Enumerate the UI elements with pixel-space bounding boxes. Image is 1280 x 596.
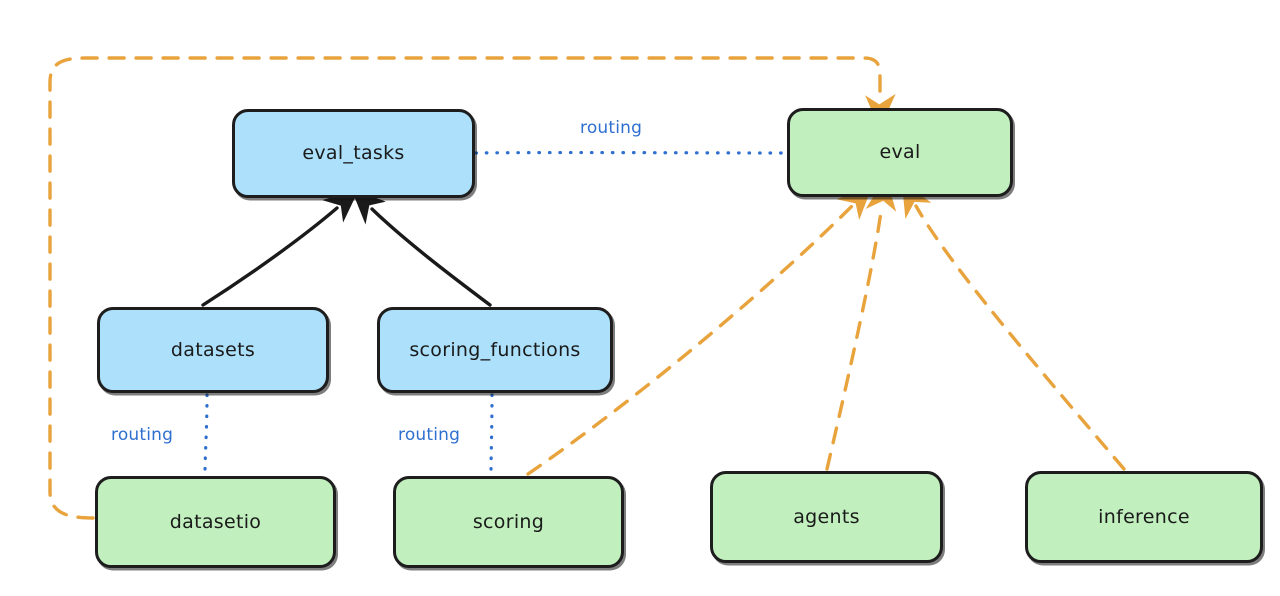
- edge-scoring_functions-to-scoring: [489, 393, 494, 476]
- node-datasets[interactable]: datasets: [97, 307, 329, 393]
- edge-label-routing-eval_tasks-eval: routing: [580, 118, 643, 138]
- node-datasetio[interactable]: datasetio: [95, 476, 336, 568]
- edge-scoring_functions-to-eval_tasks: [351, 188, 492, 307]
- edge-datasetio-to-eval: [48, 56, 896, 520]
- node-eval[interactable]: eval: [787, 108, 1013, 197]
- node-agents[interactable]: agents: [710, 471, 943, 563]
- edge-agents-to-eval: [825, 176, 897, 471]
- edge-datasets-to-eval_tasks: [201, 189, 359, 307]
- node-scoring[interactable]: scoring: [393, 476, 624, 568]
- node-eval_tasks[interactable]: eval_tasks: [232, 109, 475, 198]
- edge-label-routing-datasets-datasetio: routing: [111, 425, 174, 445]
- edge-datasets-to-datasetio: [203, 393, 209, 476]
- edge-inference-to-eval: [901, 180, 1126, 471]
- edge-scoring-to-eval: [526, 185, 873, 476]
- edge-label-routing-scoring_functions-scoring: routing: [398, 425, 461, 445]
- node-inference[interactable]: inference: [1025, 471, 1263, 563]
- node-scoring_functions[interactable]: scoring_functions: [377, 307, 613, 393]
